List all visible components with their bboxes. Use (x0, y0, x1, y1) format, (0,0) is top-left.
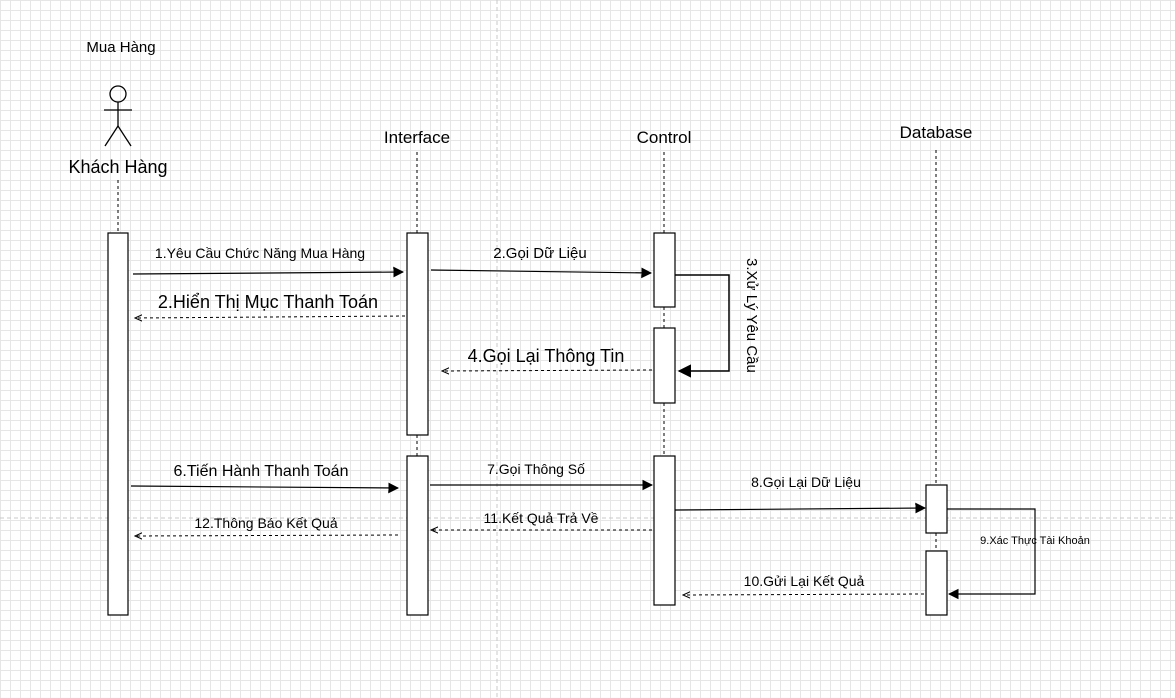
message-arrow-1 (132, 266, 405, 278)
message-label-2-display: 2.Hiển Thị Mục Thanh Toán (158, 292, 378, 312)
message-label-7: 7.Gọi Thông Số (487, 461, 585, 477)
lifeline-label-database: Database (900, 123, 973, 142)
message-label-2-call: 2.Gọi Dữ Liệu (493, 245, 586, 262)
message-arrow-12 (135, 535, 399, 536)
activation-database-1 (925, 484, 948, 534)
diagram-title: Mua Hàng (86, 39, 155, 56)
actor-icon (104, 85, 132, 147)
message-arrow-2-display (135, 316, 406, 318)
message-arrow-2-call (430, 267, 653, 279)
message-label-11: 11.Kết Quả Trả Về (484, 510, 599, 526)
message-label-10: 10.Gửi Lại Kết Quả (744, 573, 865, 589)
message-arrow-9-self (947, 508, 1036, 600)
activation-control-3 (653, 455, 676, 606)
lifeline-label-interface: Interface (384, 128, 450, 147)
activation-interface-2 (406, 455, 429, 616)
message-arrow-3-self (675, 274, 730, 378)
message-label-3: 3.Xử Lý Yêu Cầu (743, 258, 760, 373)
message-label-9: 9.Xác Thực Tài Khoản (980, 535, 1090, 547)
activation-control-1 (653, 232, 676, 308)
message-label-8: 8.Gọi Lại Dữ Liệu (751, 474, 861, 490)
message-arrow-8 (674, 502, 927, 514)
activation-interface-1 (406, 232, 429, 436)
message-label-4: 4.Gọi Lại Thông Tin (468, 346, 625, 366)
message-label-12: 12.Thông Báo Kết Quả (194, 515, 337, 531)
lifelines (117, 150, 937, 551)
activation-control-2 (653, 327, 676, 404)
activation-database-2 (925, 550, 948, 616)
message-label-6: 6.Tiến Hành Thanh Toán (174, 463, 349, 480)
message-label-1: 1.Yêu Cầu Chức Năng Mua Hàng (155, 245, 365, 261)
message-arrow-10 (683, 594, 925, 595)
activation-actor (107, 232, 129, 616)
message-arrow-6 (130, 482, 400, 494)
lifeline-label-control: Control (637, 128, 692, 147)
actor-label: Khách Hàng (68, 157, 167, 177)
activations (107, 232, 948, 616)
message-arrow-4 (442, 370, 653, 371)
